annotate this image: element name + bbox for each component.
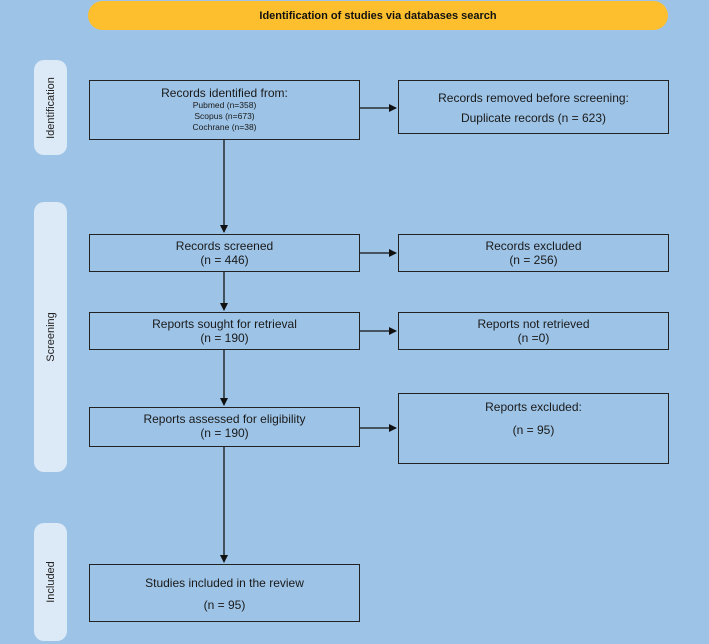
reports-assessed-box: Reports assessed for eligibility (n = 19…	[89, 407, 360, 447]
phase-included: Included	[34, 523, 67, 641]
reports-excluded-count: (n = 95)	[512, 423, 555, 437]
reports-sought-count: (n = 190)	[200, 331, 249, 345]
reports-assessed-count: (n = 190)	[200, 426, 249, 440]
reports-excluded-title: Reports excluded:	[485, 400, 582, 414]
records-removed-detail: Duplicate records (n = 623)	[460, 111, 607, 125]
studies-included-count: (n = 95)	[203, 598, 246, 612]
records-identified-source: Cochrane (n=38)	[192, 122, 257, 132]
records-excluded-box: Records excluded (n = 256)	[398, 234, 669, 272]
reports-assessed-title: Reports assessed for eligibility	[143, 412, 306, 426]
records-identified-source: Pubmed (n=358)	[192, 100, 257, 110]
phase-identification: Identification	[34, 60, 67, 155]
records-removed-title: Records removed before screening:	[438, 91, 629, 105]
reports-sought-title: Reports sought for retrieval	[152, 317, 297, 331]
records-excluded-count: (n = 256)	[509, 253, 558, 267]
header-title: Identification of studies via databases …	[259, 9, 497, 22]
diagram-header: Identification of studies via databases …	[88, 1, 668, 30]
reports-not-retrieved-box: Reports not retrieved (n =0)	[398, 312, 669, 350]
records-identified-source: Scopus (n=673)	[194, 111, 255, 121]
studies-included-title: Studies included in the review	[145, 576, 304, 590]
records-screened-title: Records screened	[175, 239, 274, 253]
reports-not-retrieved-title: Reports not retrieved	[477, 317, 590, 331]
reports-excluded-box: Reports excluded: (n = 95)	[398, 393, 669, 464]
records-screened-box: Records screened (n = 446)	[89, 234, 360, 272]
reports-not-retrieved-count: (n =0)	[517, 331, 550, 345]
records-identified-box: Records identified from: Pubmed (n=358) …	[89, 80, 360, 140]
studies-included-box: Studies included in the review (n = 95)	[89, 564, 360, 622]
reports-sought-box: Reports sought for retrieval (n = 190)	[89, 312, 360, 350]
records-identified-title: Records identified from:	[161, 86, 288, 100]
records-removed-box: Records removed before screening: Duplic…	[398, 80, 669, 134]
phase-screening: Screening	[34, 202, 67, 472]
records-screened-count: (n = 446)	[200, 253, 249, 267]
records-excluded-title: Records excluded	[485, 239, 582, 253]
